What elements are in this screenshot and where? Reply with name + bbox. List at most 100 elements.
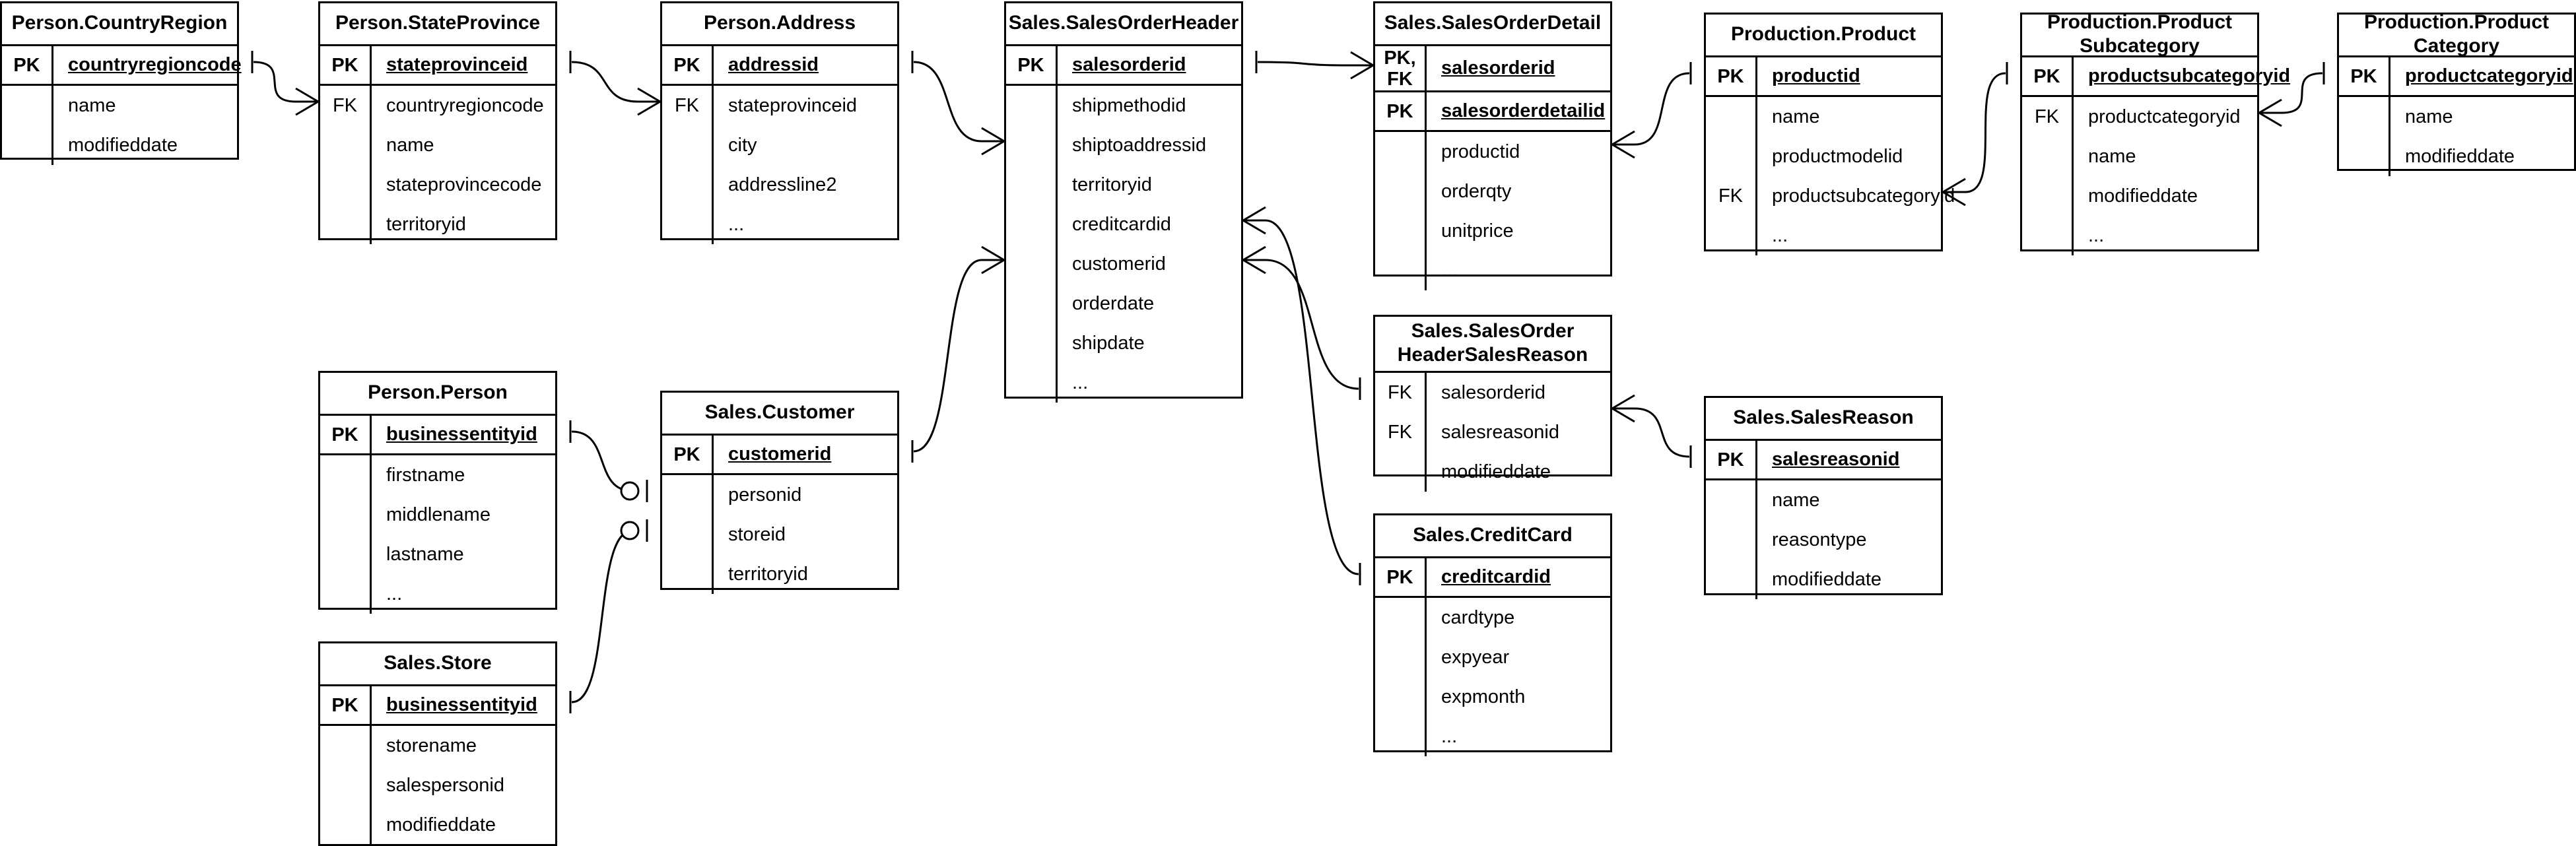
attribute-row[interactable]: productmodelid bbox=[1706, 137, 1941, 176]
attribute-key-badge: FK bbox=[662, 86, 714, 125]
entity-title: Sales.SalesOrderHeader bbox=[1008, 12, 1239, 34]
attribute-name: ... bbox=[1072, 372, 1089, 393]
attribute-row[interactable]: ... bbox=[1706, 216, 1941, 255]
attribute-row[interactable]: shipmethodid bbox=[1006, 86, 1241, 125]
attribute-row[interactable]: name bbox=[2022, 137, 2257, 176]
attribute-row[interactable]: personid bbox=[662, 475, 897, 515]
attribute-key-badge bbox=[662, 515, 714, 554]
attribute-row[interactable]: FK stateprovinceid bbox=[662, 86, 897, 125]
attribute-row[interactable]: productid bbox=[1375, 132, 1610, 172]
attribute-row[interactable]: ... bbox=[1375, 717, 1610, 756]
attribute-key-badge bbox=[1375, 251, 1427, 290]
attribute-row[interactable]: modifieddate bbox=[1706, 560, 1941, 599]
attribute-name: name bbox=[68, 94, 116, 116]
entity-title: Person.StateProvince bbox=[335, 12, 541, 34]
attribute-key-badge bbox=[320, 495, 372, 535]
attribute-row[interactable]: ... bbox=[662, 205, 897, 244]
attribute-row[interactable]: middlename bbox=[320, 495, 555, 535]
attribute-row[interactable]: storename bbox=[320, 726, 555, 765]
attribute-row[interactable]: stateprovincecode bbox=[320, 165, 555, 205]
attribute-row[interactable]: name bbox=[1706, 480, 1941, 520]
entity-title: Sales.SalesReason bbox=[1733, 407, 1914, 428]
attribute-row[interactable]: ... bbox=[2022, 216, 2257, 255]
attribute-row[interactable]: modifieddate bbox=[2339, 137, 2574, 176]
attribute-row[interactable]: name bbox=[2, 86, 237, 125]
attribute-row[interactable]: firstname bbox=[320, 455, 555, 495]
attribute-key-badge bbox=[1006, 363, 1058, 403]
attribute-row[interactable]: ... bbox=[1006, 363, 1241, 403]
attribute-name: shipmethodid bbox=[1072, 94, 1186, 116]
attribute-row[interactable]: addressline2 bbox=[662, 165, 897, 205]
attribute-row[interactable]: shipdate bbox=[1006, 323, 1241, 363]
attribute-row[interactable]: shiptoaddressid bbox=[1006, 125, 1241, 165]
attribute-row[interactable]: modifieddate bbox=[2, 125, 237, 165]
attribute-row[interactable]: ... bbox=[320, 574, 555, 614]
attribute-row[interactable]: customerid bbox=[1006, 244, 1241, 284]
attribute-name: name bbox=[2405, 106, 2453, 127]
attribute-row[interactable]: cardtype bbox=[1375, 598, 1610, 637]
attribute-row[interactable]: name bbox=[320, 125, 555, 165]
attribute-key-badge bbox=[320, 165, 372, 205]
attribute-name: stateprovinceid bbox=[728, 94, 858, 116]
attribute-row[interactable]: storeid bbox=[662, 515, 897, 554]
attribute-row[interactable]: modifieddate bbox=[2022, 176, 2257, 216]
attribute-row[interactable]: territoryid bbox=[662, 554, 897, 594]
attribute-row[interactable]: orderdate bbox=[1006, 284, 1241, 323]
attribute-row[interactable]: ... bbox=[1375, 251, 1610, 290]
attribute-row[interactable]: expyear bbox=[1375, 637, 1610, 677]
attribute-row[interactable]: name bbox=[2339, 97, 2574, 137]
attribute-row[interactable]: orderqty bbox=[1375, 172, 1610, 211]
attribute-row[interactable]: modifieddate bbox=[1375, 452, 1610, 492]
attribute-name: salespersonid bbox=[386, 774, 504, 796]
attribute-row[interactable]: reasontype bbox=[1706, 520, 1941, 560]
attribute-row[interactable]: name bbox=[1706, 97, 1941, 137]
attribute-row[interactable]: territoryid bbox=[1006, 165, 1241, 205]
attribute-row[interactable]: expmonth bbox=[1375, 677, 1610, 717]
attribute-key-badge: FK bbox=[320, 86, 372, 125]
attribute-row[interactable]: territoryid bbox=[320, 205, 555, 244]
attribute-key-badge bbox=[1006, 165, 1058, 205]
attribute-row[interactable]: creditcardid bbox=[1006, 205, 1241, 244]
attribute-row[interactable]: salespersonid bbox=[320, 765, 555, 805]
attribute-key-badge bbox=[1706, 137, 1757, 176]
attribute-row[interactable]: lastname bbox=[320, 535, 555, 574]
attribute-row[interactable]: unitprice bbox=[1375, 211, 1610, 251]
attribute-row[interactable]: city bbox=[662, 125, 897, 165]
attribute-row[interactable]: modifieddate bbox=[320, 805, 555, 845]
attribute-name: productcategoryid bbox=[2088, 106, 2241, 127]
